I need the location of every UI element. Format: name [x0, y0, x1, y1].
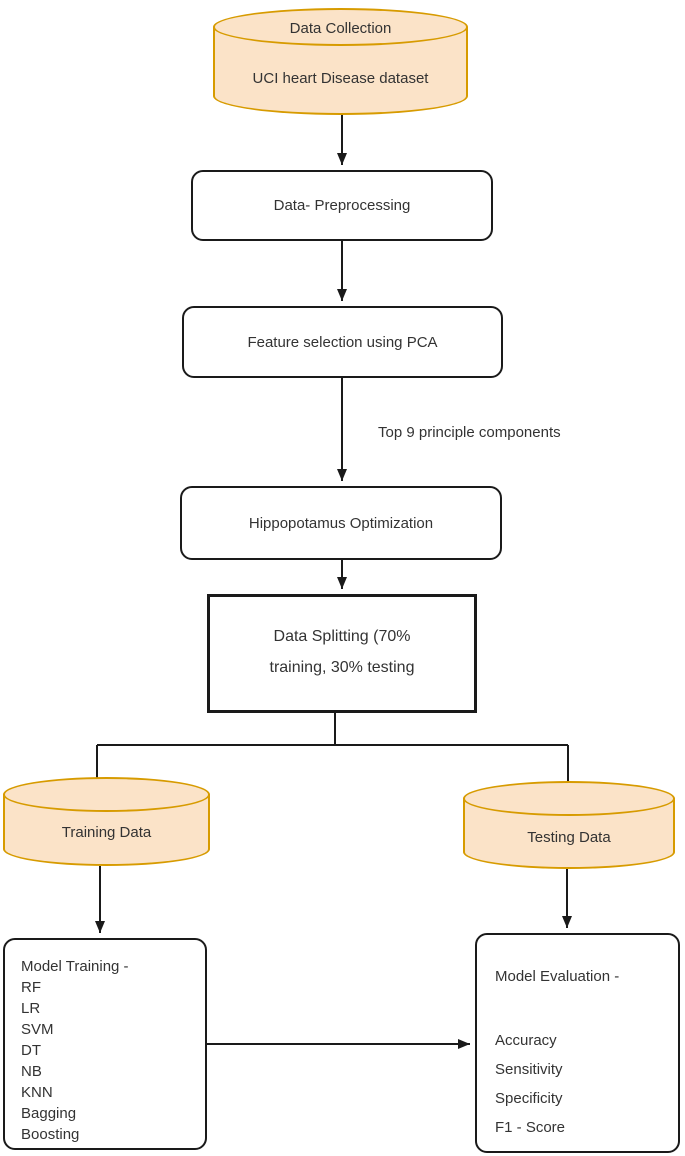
model-evaluation-title: Model Evaluation -: [495, 968, 620, 985]
data-splitting-line1: Data Splitting (70%: [273, 628, 411, 645]
model-training-item: NB: [21, 1063, 42, 1080]
model-evaluation-item: F1 - Score: [495, 1119, 566, 1136]
model-training-item: SVM: [21, 1021, 54, 1038]
hippopotamus-optimization-box: Hippopotamus Optimization: [180, 486, 502, 560]
testing-data-cylinder: Testing Data: [463, 781, 675, 869]
model-training-title: Model Training -: [21, 958, 129, 975]
data-collection-cylinder: Data Collection UCI heart Disease datase…: [213, 8, 468, 115]
model-training-item: RF: [21, 979, 41, 996]
data-collection-subtitle: UCI heart Disease dataset: [252, 70, 429, 87]
cylinder-top-ellipse: [3, 777, 210, 812]
preprocessing-box: Data- Preprocessing: [191, 170, 493, 241]
cylinder-top-ellipse: [463, 781, 675, 816]
model-training-box: Model Training - RF LR SVM DT NB KNN Bag…: [3, 938, 207, 1150]
feature-selection-box: Feature selection using PCA: [182, 306, 503, 378]
model-evaluation-item: Specificity: [495, 1090, 563, 1107]
model-training-item: LR: [21, 1000, 41, 1017]
testing-data-label: Testing Data: [527, 829, 611, 846]
cylinder-top-ellipse: [213, 8, 468, 46]
data-splitting-line2: training, 30% testing: [269, 659, 415, 676]
model-training-item: DT: [21, 1042, 41, 1059]
model-evaluation-item: Sensitivity: [495, 1061, 563, 1078]
training-data-cylinder: Training Data: [3, 777, 210, 866]
hippopotamus-optimization-label: Hippopotamus Optimization: [248, 514, 434, 532]
spacer: [495, 987, 668, 1026]
model-evaluation-box: Model Evaluation - Accuracy Sensitivity …: [475, 933, 680, 1153]
data-collection-title: Data Collection: [289, 20, 392, 37]
preprocessing-label: Data- Preprocessing: [273, 197, 411, 214]
model-training-item: KNN: [21, 1084, 53, 1101]
model-training-item: Bagging: [21, 1105, 77, 1122]
data-splitting-box: Data Splitting (70% training, 30% testin…: [207, 594, 477, 713]
model-training-item: Boosting: [21, 1126, 80, 1143]
feature-selection-label: Feature selection using PCA: [247, 333, 438, 351]
training-data-label: Training Data: [61, 824, 152, 841]
model-evaluation-item: Accuracy: [495, 1032, 557, 1049]
edge-label-top9-components: Top 9 principle components: [378, 424, 561, 441]
